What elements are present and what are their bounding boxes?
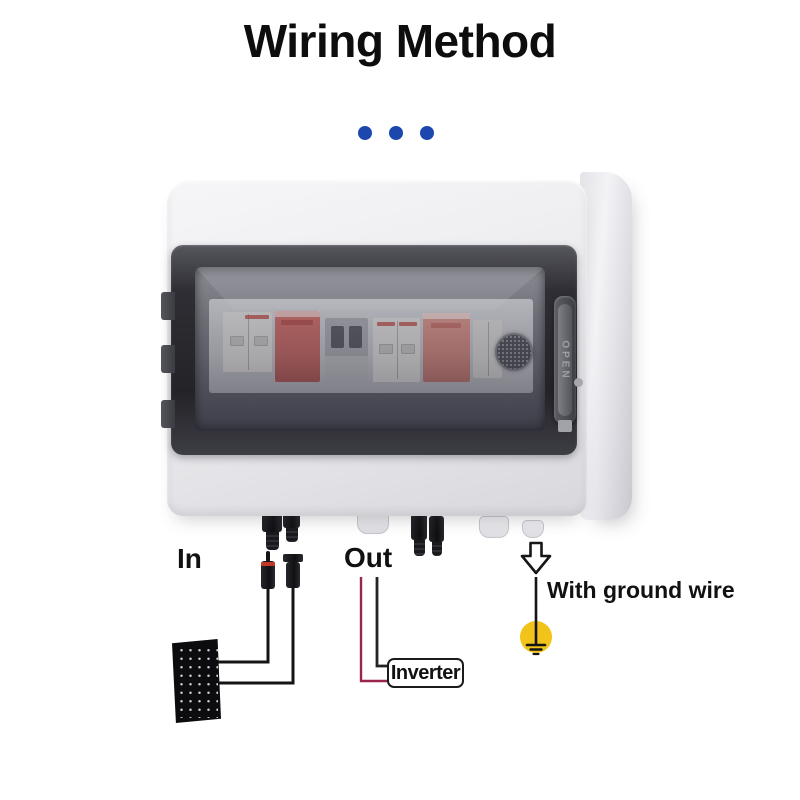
cable-gland-ground [522,520,544,538]
mc4-connector-tip [432,542,442,556]
page-title: Wiring Method [243,15,557,67]
mc4-connector-tip [266,532,279,550]
mc4-pigtail-female [283,554,303,588]
wire-out-black [375,577,387,668]
mc4-pigtail-male [260,551,276,589]
ground-label: With ground wire [547,577,735,603]
mc4-connector-tip [286,528,298,542]
accent-dot [358,126,372,140]
mc4-connector [411,514,427,540]
out-label: Out [344,542,393,573]
glass-tint [195,267,545,431]
mc4-connector-tip [414,540,425,556]
cable-gland [479,516,509,538]
latch-pin [574,378,583,387]
in-label: In [177,543,202,574]
solar-panel [172,639,221,723]
accent-dot [420,126,434,140]
wire-in-2 [218,585,295,685]
open-label: OPEN [559,339,571,381]
latch-slider [558,304,572,416]
inverter-box: Inverter [387,658,464,688]
accent-dots [358,126,434,140]
window-frame [171,245,577,455]
combiner-box: OPEN [160,168,640,568]
wire-out-red [359,577,387,683]
hinge [161,292,175,320]
mc4-connector [429,516,444,542]
wire-in-1 [216,586,270,664]
ground-icon [520,621,552,653]
hinge [161,400,175,428]
latch-tab [558,420,572,432]
box-side-panel [580,172,632,520]
solar-cells [175,644,218,718]
accent-dot [389,126,403,140]
door-latch: OPEN [554,296,576,424]
inverter-label: Inverter [390,661,461,684]
hinge [161,345,175,373]
window-glass [195,267,545,431]
